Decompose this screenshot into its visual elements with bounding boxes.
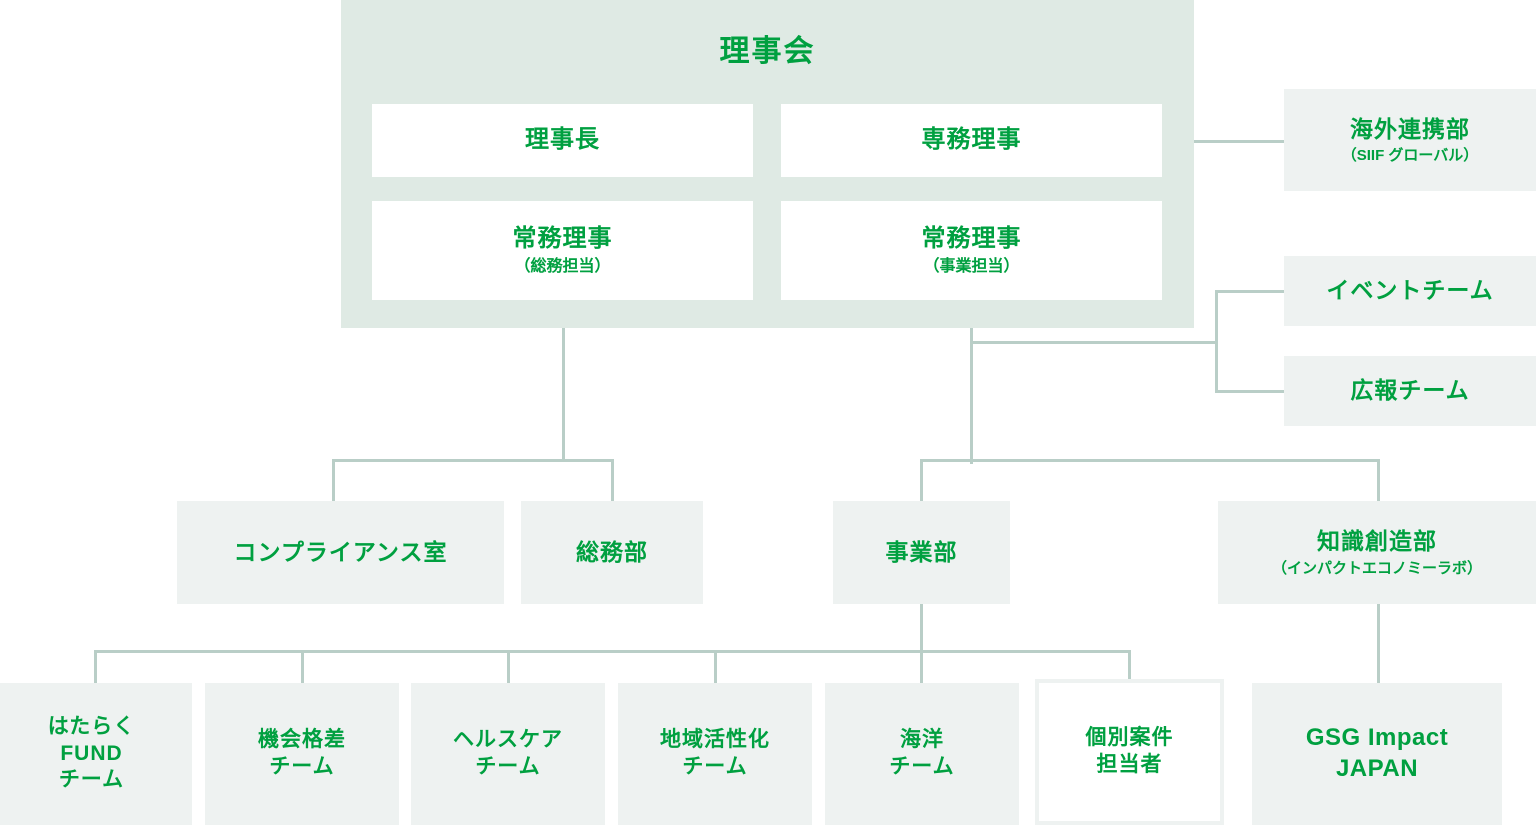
node-md-business-label: 常務理事: [921, 224, 1022, 252]
connector-mdgeneral-trunk: [562, 300, 565, 462]
connector-drop-chiiki: [714, 650, 717, 684]
node-chair-label: 理事長: [525, 126, 600, 154]
node-event-team[interactable]: イベントチーム: [1284, 256, 1536, 326]
connector-side-riser: [1215, 290, 1218, 392]
node-kaiyo-line1: 海洋: [900, 728, 944, 752]
node-hataraku-line1: はたらく: [47, 714, 136, 738]
connector-drop-health: [507, 650, 510, 684]
node-chiiki-line1: 地域活性化: [660, 728, 770, 752]
node-kikai-line1: 機会格差: [258, 728, 346, 752]
node-compliance-label: コンプライアンス室: [233, 538, 448, 565]
connector-drop-kikai: [301, 650, 304, 684]
node-healthcare-team[interactable]: ヘルスケア チーム: [411, 683, 605, 825]
node-general-affairs-label: 総務部: [576, 538, 648, 565]
connector-mdgeneral-sibling-bar: [332, 459, 614, 462]
connector-riser-event: [1215, 290, 1285, 293]
node-opportunity-gap-team[interactable]: 機会格差 チーム: [205, 683, 399, 825]
node-overseas-sublabel: （SIIF グローバル）: [1341, 147, 1479, 165]
node-pr-team[interactable]: 広報チーム: [1284, 356, 1536, 426]
node-kobetsu-line1: 個別案件: [1085, 726, 1174, 750]
node-gsg-line2: JAPAN: [1335, 755, 1419, 782]
node-overseas-liaison[interactable]: 海外連携部 （SIIF グローバル）: [1284, 89, 1536, 191]
connector-drop-general: [611, 459, 614, 501]
node-chair[interactable]: 理事長: [372, 104, 753, 177]
node-knowledge-creation-dept[interactable]: 知識創造部 （インパクトエコノミーラボ）: [1218, 501, 1536, 604]
node-hataraku-line2: FUND: [60, 741, 123, 765]
board-title: 理事会: [719, 35, 816, 68]
node-overseas-label: 海外連携部: [1350, 115, 1470, 142]
node-md-general-sublabel: （総務担当）: [514, 257, 611, 275]
connector-mdbusiness-side-branch: [970, 341, 1218, 344]
node-event-team-label: イベントチーム: [1326, 277, 1494, 304]
node-gsg-impact-japan[interactable]: GSG Impact JAPAN: [1252, 683, 1502, 825]
node-md-business-sublabel: （事業担当）: [923, 257, 1020, 275]
node-knowledge-sublabel: （インパクトエコノミーラボ）: [1271, 559, 1482, 577]
node-business-dept-label: 事業部: [885, 538, 958, 565]
node-executive-director-label: 専務理事: [921, 126, 1022, 154]
node-regional-revitalization-team[interactable]: 地域活性化 チーム: [618, 683, 812, 825]
node-managing-director-business[interactable]: 常務理事 （事業担当）: [781, 201, 1162, 300]
connector-execdir-overseas: [1163, 140, 1285, 143]
node-general-affairs-dept[interactable]: 総務部: [521, 501, 703, 604]
node-kaiyo-line2: チーム: [889, 755, 955, 778]
node-gsg-line1: GSG Impact: [1305, 724, 1449, 752]
node-chiiki-line2: チーム: [682, 755, 748, 778]
node-individual-project-officer[interactable]: 個別案件 担当者: [1035, 679, 1224, 825]
connector-mdbusiness-sibling-bar: [920, 459, 1380, 462]
node-health-line1: ヘルスケア: [453, 728, 563, 752]
node-pr-team-label: 広報チーム: [1350, 377, 1470, 404]
connector-drop-compliance: [332, 459, 335, 501]
node-hataraku-fund-team[interactable]: はたらく FUND チーム: [0, 683, 192, 825]
connector-drop-kobetsu: [1128, 650, 1131, 684]
node-executive-director[interactable]: 専務理事: [781, 104, 1162, 177]
node-managing-director-general-affairs[interactable]: 常務理事 （総務担当）: [372, 201, 753, 300]
connector-mdbusiness-trunk: [970, 300, 973, 464]
connector-team-bar: [94, 650, 1131, 653]
connector-riser-pr: [1215, 390, 1285, 393]
connector-business-trunk: [920, 604, 923, 684]
connector-drop-business: [920, 459, 923, 501]
node-health-line2: チーム: [475, 755, 541, 778]
node-md-general-label: 常務理事: [512, 224, 613, 252]
node-business-dept[interactable]: 事業部: [833, 501, 1010, 604]
node-kikai-line2: チーム: [269, 755, 335, 778]
node-compliance-office[interactable]: コンプライアンス室: [177, 501, 504, 604]
node-hataraku-line3: チーム: [58, 768, 125, 792]
node-knowledge-label: 知識創造部: [1317, 528, 1437, 555]
connector-knowledge-gsg: [1377, 604, 1380, 684]
node-kobetsu-line2: 担当者: [1096, 753, 1163, 776]
connector-drop-hataraku: [94, 650, 97, 684]
node-ocean-team[interactable]: 海洋 チーム: [825, 683, 1019, 825]
connector-drop-knowledge: [1377, 459, 1380, 501]
